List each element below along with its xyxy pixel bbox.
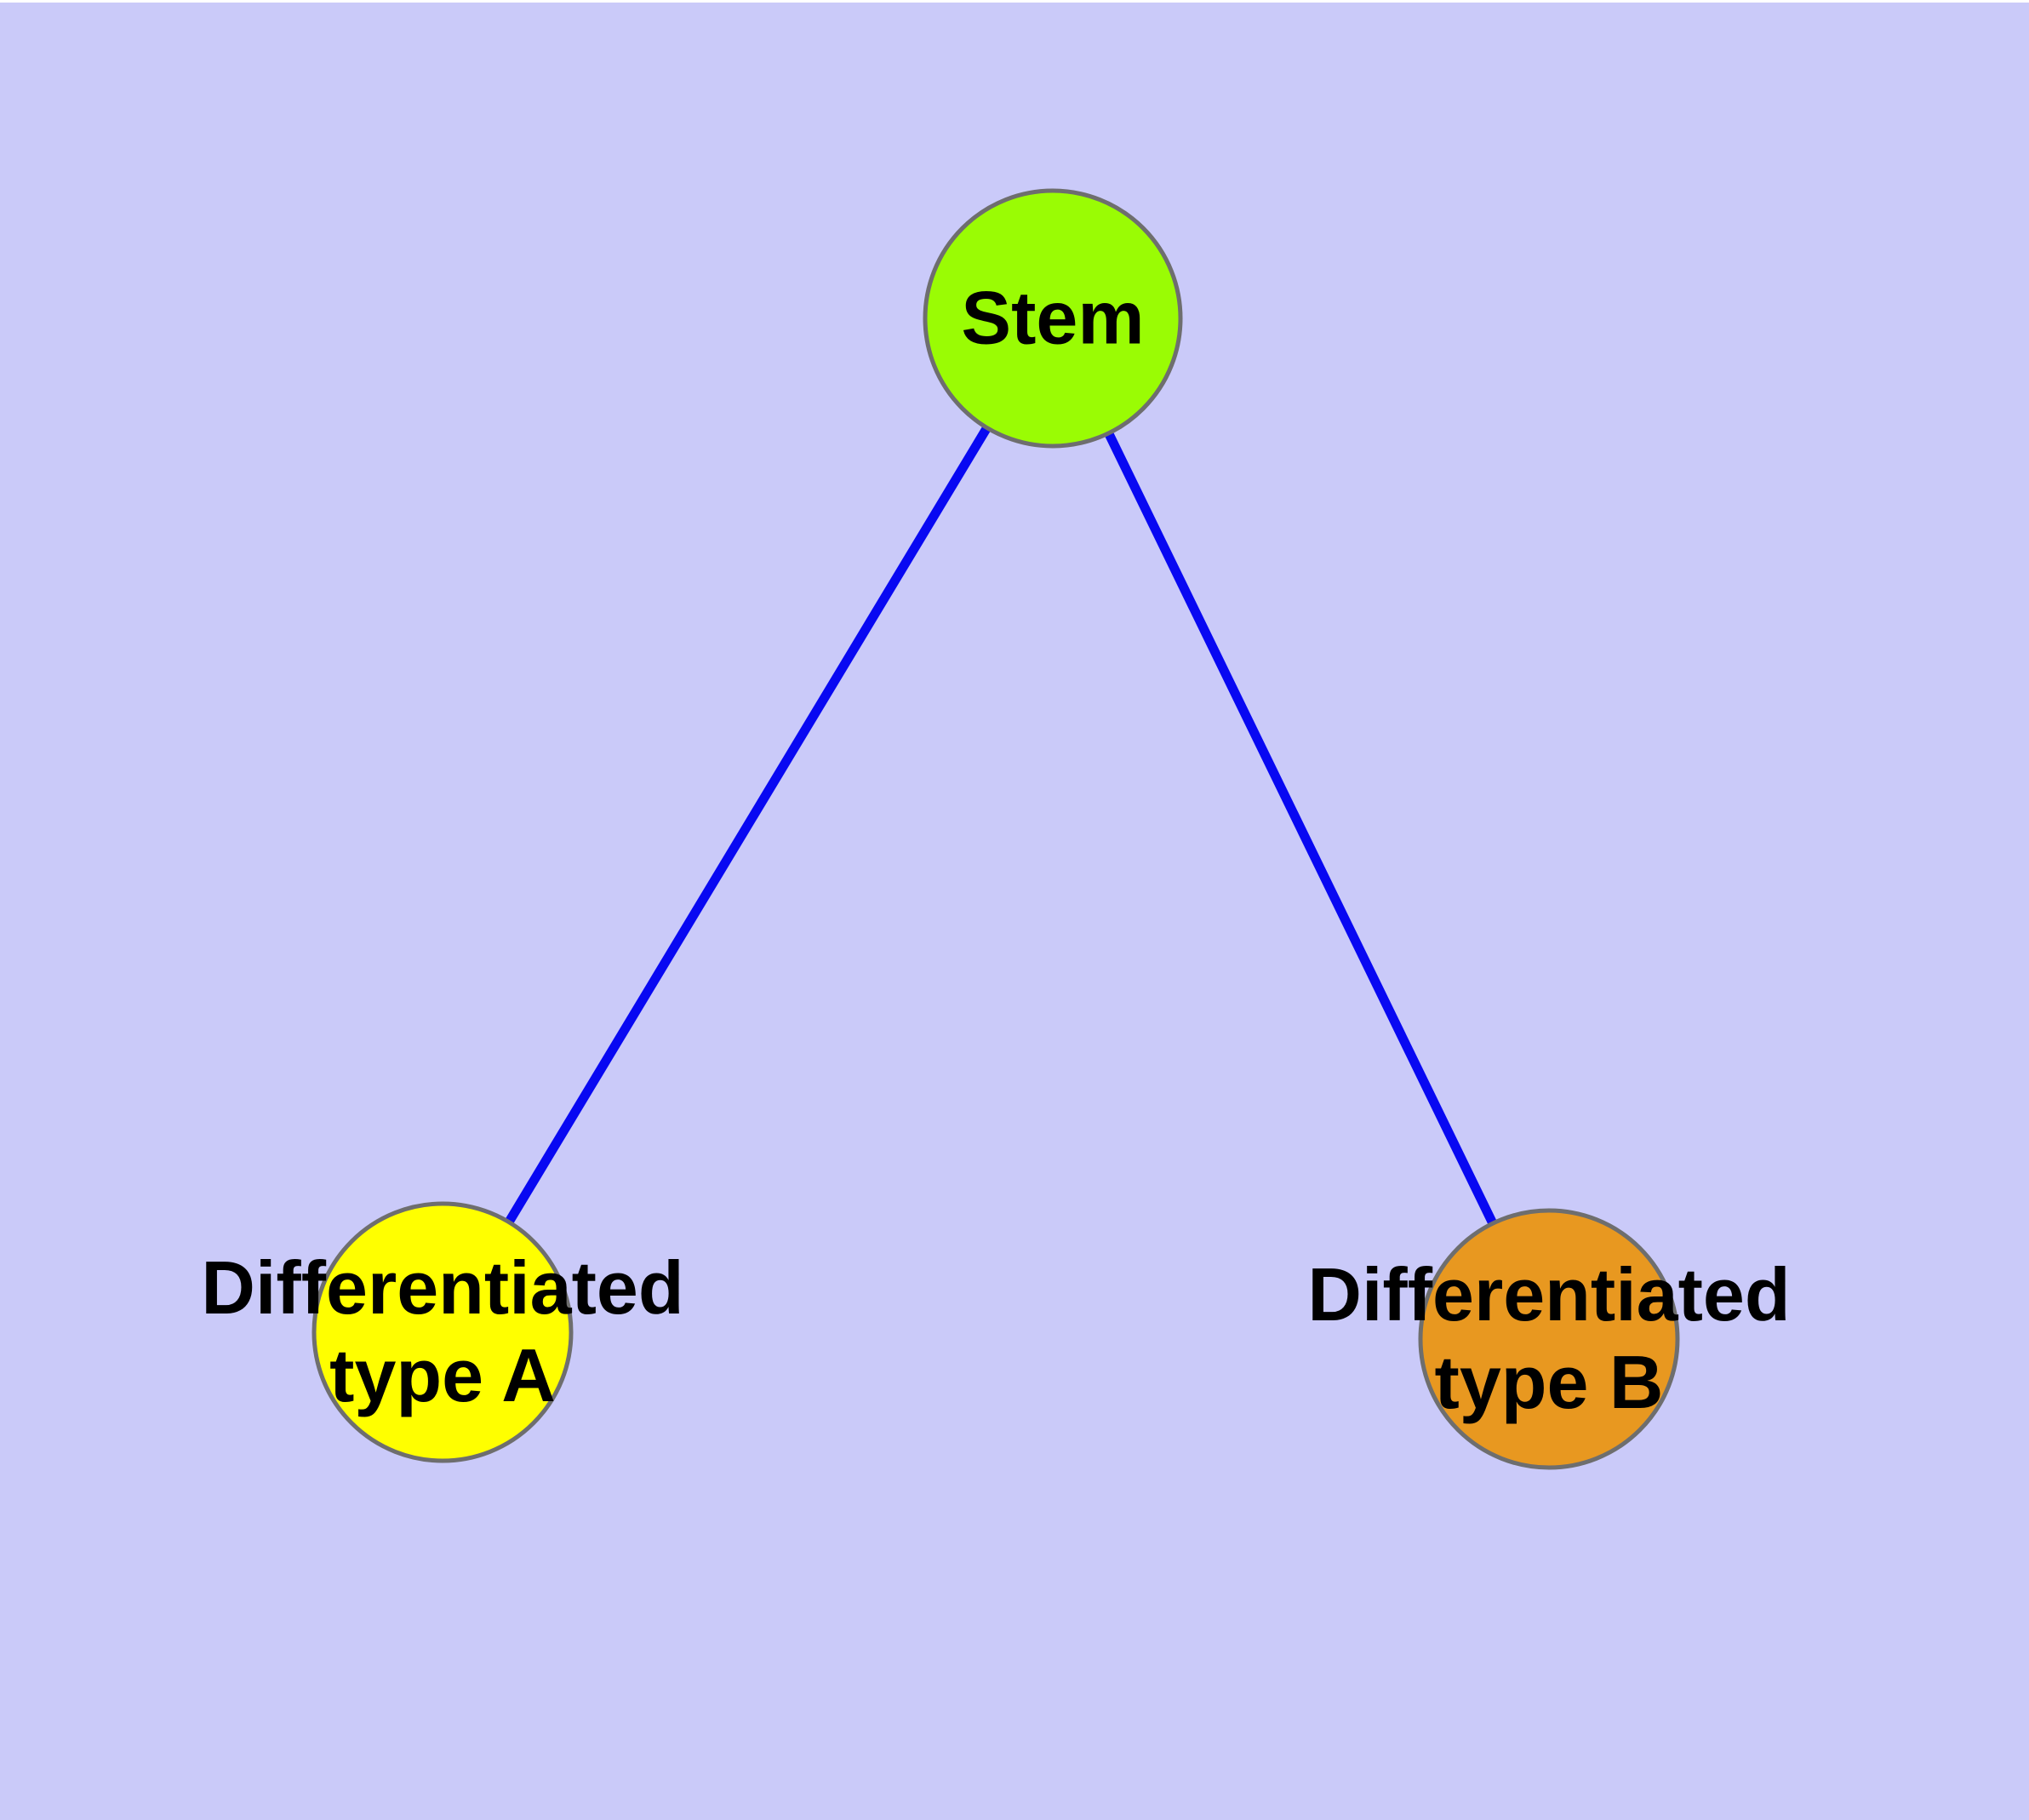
label-type-b-line1: Differentiated bbox=[1307, 1252, 1791, 1337]
label-type-a-line1: Differentiated bbox=[201, 1245, 684, 1331]
label-type-a-line2: type A bbox=[329, 1333, 556, 1417]
node-differentiated-type-a bbox=[311, 1201, 574, 1463]
label-stem: Stem bbox=[961, 275, 1144, 363]
label-stem-text: Stem bbox=[961, 275, 1145, 360]
node-differentiated-type-b bbox=[1418, 1208, 1680, 1470]
label-type-b-line2: type B bbox=[1434, 1340, 1664, 1424]
top-margin-strip bbox=[0, 0, 2029, 3]
edge-stem-to-type-a bbox=[438, 316, 1057, 1335]
label-differentiated-type-a: Differentiated type A bbox=[201, 1245, 683, 1420]
node-stem bbox=[923, 188, 1183, 449]
label-differentiated-type-b: Differentiated type B bbox=[1307, 1251, 1790, 1427]
edge-stem-to-type-b bbox=[1049, 316, 1553, 1342]
